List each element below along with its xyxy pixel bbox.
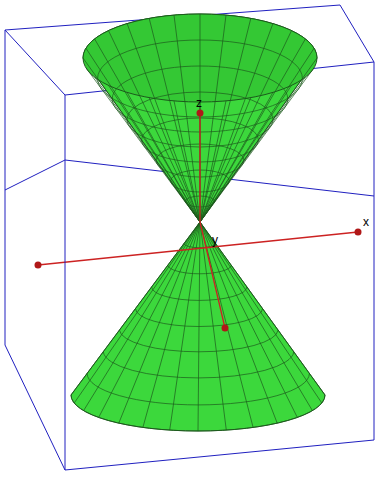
grid-line: [136, 309, 263, 327]
grid-line: [119, 330, 278, 352]
axis-label: y: [212, 234, 218, 246]
grid-line: [152, 287, 247, 301]
axes: [35, 110, 362, 332]
lower-cone: [71, 222, 325, 431]
grid-line: [103, 352, 293, 378]
grid-line: [200, 102, 201, 222]
grid-line: [71, 395, 325, 431]
grid-line: [87, 373, 309, 405]
axis-label: z: [196, 97, 202, 109]
bounding-box: [5, 30, 374, 470]
grid-line: [168, 265, 232, 273]
grid-line: [200, 14, 201, 222]
axis-label: x: [363, 216, 369, 228]
upper-cone: [83, 14, 317, 222]
grid-line: [98, 40, 303, 117]
